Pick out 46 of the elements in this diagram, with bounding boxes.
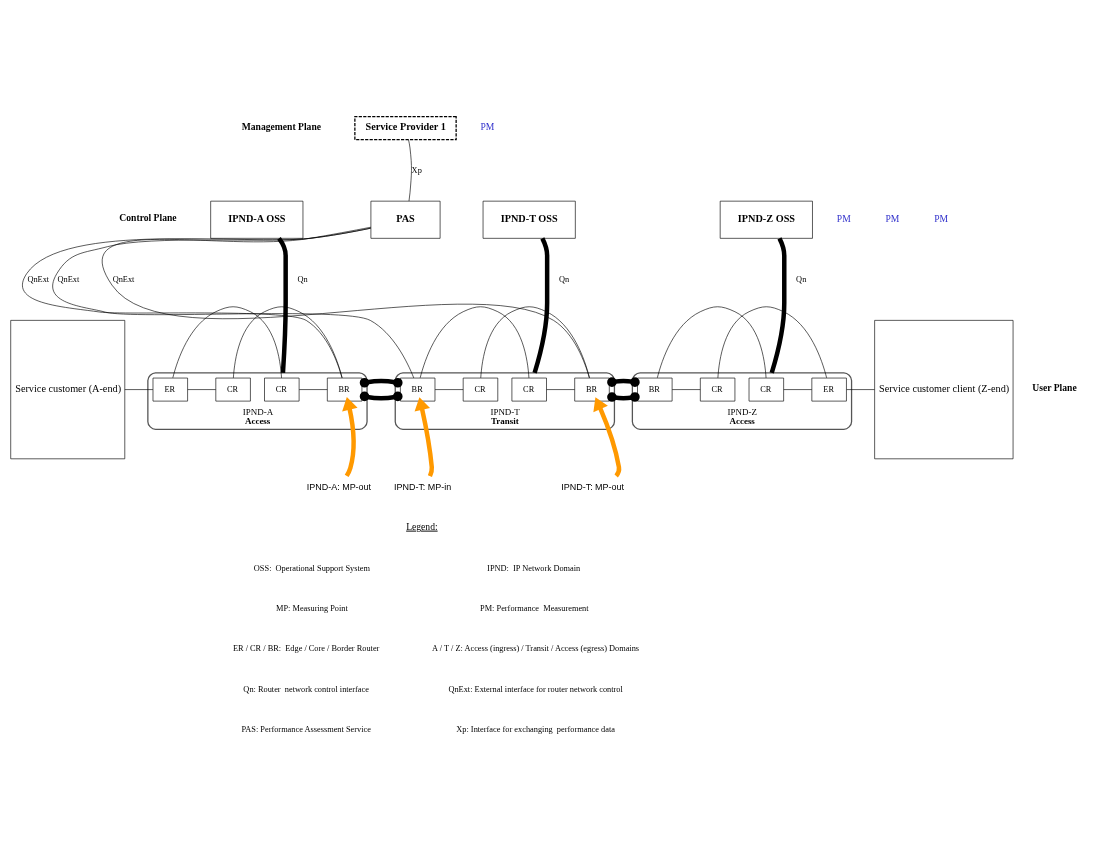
- label: PM: [885, 212, 900, 224]
- connector: [769, 237, 787, 374]
- connector: [607, 377, 640, 402]
- connector: [846, 389, 875, 390]
- label: Legend:: [406, 520, 438, 532]
- connector: [102, 226, 590, 379]
- connector: [532, 237, 550, 374]
- node-box: Service Provider 1: [354, 115, 457, 141]
- connector: [480, 306, 590, 379]
- arrow: [593, 397, 622, 478]
- node-box: IPND-T OSS: [482, 200, 576, 239]
- connector: [359, 377, 403, 402]
- connector: [298, 389, 328, 390]
- node-box: Service customer client (Z-end): [874, 320, 1014, 460]
- node-text: IPND-A: MP-out: [306, 482, 372, 493]
- node-label: Access: [244, 416, 271, 427]
- connector: [124, 389, 154, 390]
- node-label: Access: [729, 416, 755, 427]
- connector: [717, 306, 827, 379]
- connector: [172, 306, 282, 379]
- node-text: IPND-T: MP-out: [561, 482, 625, 493]
- connector: [187, 389, 217, 390]
- connector: [277, 237, 288, 374]
- node-box: IPND-Z OSS: [719, 200, 813, 239]
- label: Management Plane: [241, 120, 322, 132]
- arrow: [342, 397, 358, 477]
- connector: [419, 306, 530, 379]
- node-box: Service customer (A-end): [10, 320, 126, 460]
- connector: [233, 306, 343, 379]
- node-box: IPND-A OSS: [210, 200, 304, 239]
- connector: [657, 306, 767, 379]
- label: PM: [480, 121, 495, 133]
- arrow: [414, 397, 435, 477]
- connector: [52, 227, 415, 379]
- node-label: Transit: [491, 416, 519, 427]
- connector: [408, 139, 412, 202]
- node-text: IPND-T: MP-in: [393, 482, 452, 493]
- connector: [434, 389, 464, 390]
- label: User Plane: [1032, 382, 1077, 394]
- label: PM: [934, 212, 949, 224]
- node-box: PAS: [370, 200, 441, 239]
- label: Control Plane: [119, 212, 177, 224]
- connector: [546, 389, 575, 390]
- connector: [671, 389, 701, 390]
- connector: [783, 389, 813, 390]
- label: PM: [836, 212, 851, 224]
